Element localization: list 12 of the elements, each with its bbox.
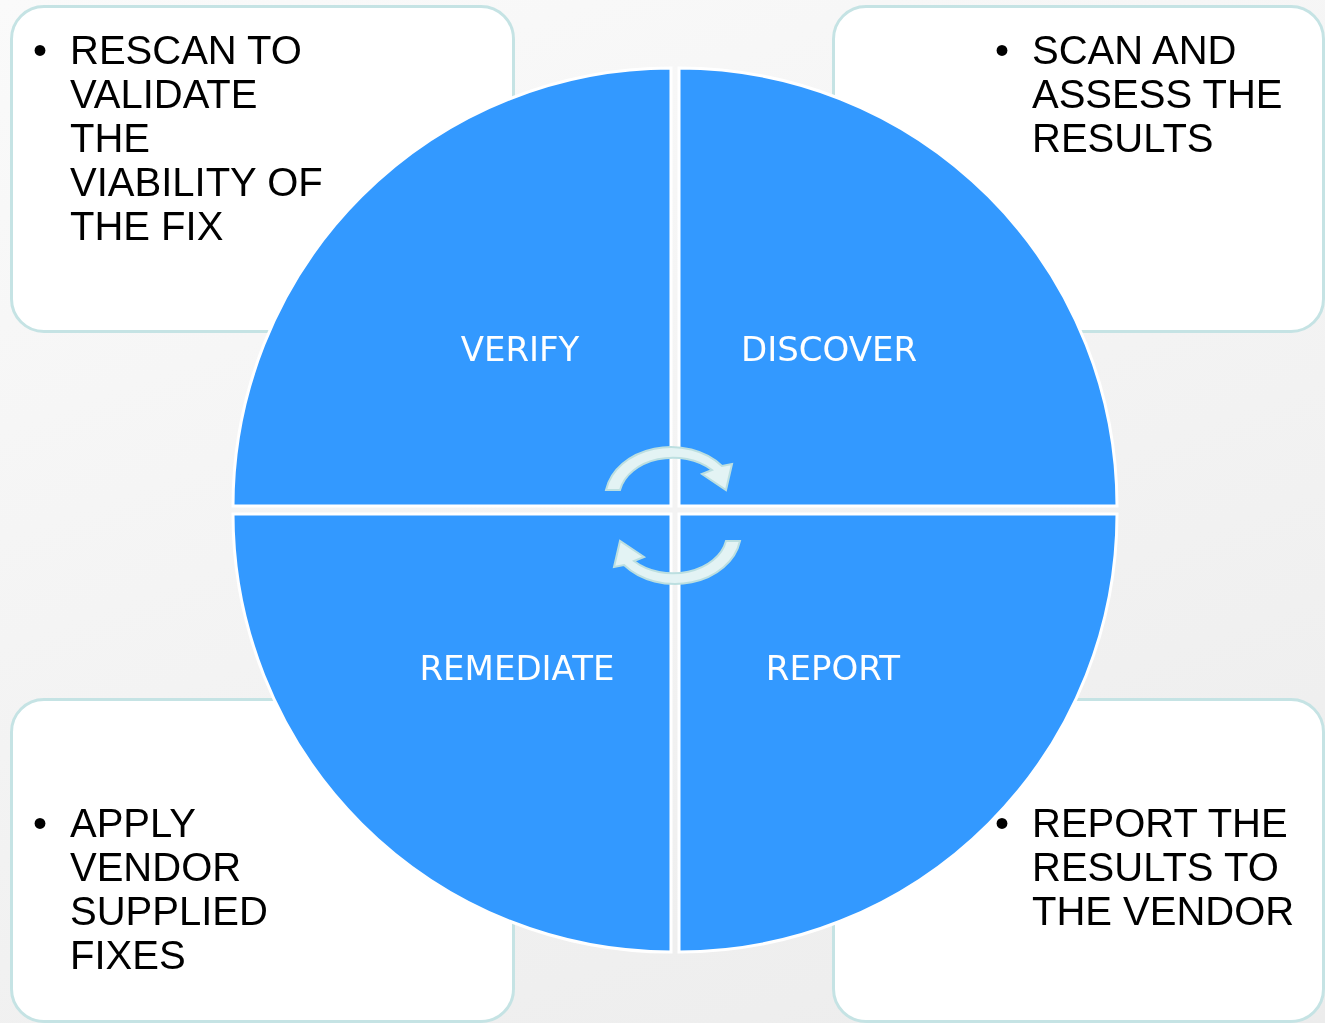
bullet-text: SCAN AND ASSESS THE RESULTS bbox=[1032, 28, 1284, 160]
bullet-marker: • bbox=[33, 28, 47, 72]
segment-label: VERIFY bbox=[460, 329, 580, 369]
bullet-text: RESCAN TO VALIDATE THE VIABILITY OF THE FIX bbox=[70, 28, 324, 248]
bullet-marker: • bbox=[995, 28, 1009, 72]
segment-label: DISCOVER bbox=[740, 329, 918, 369]
bullet-text: APPLY VENDOR SUPPLIED FIXES bbox=[70, 801, 269, 977]
segment-label: REPORT bbox=[765, 648, 901, 688]
bullet-text: REPORT THE RESULTS TO THE VENDOR bbox=[1032, 801, 1296, 933]
bullet-marker: • bbox=[995, 801, 1009, 845]
segment-label: REMEDIATE bbox=[419, 648, 615, 688]
bullet-marker: • bbox=[33, 801, 47, 845]
